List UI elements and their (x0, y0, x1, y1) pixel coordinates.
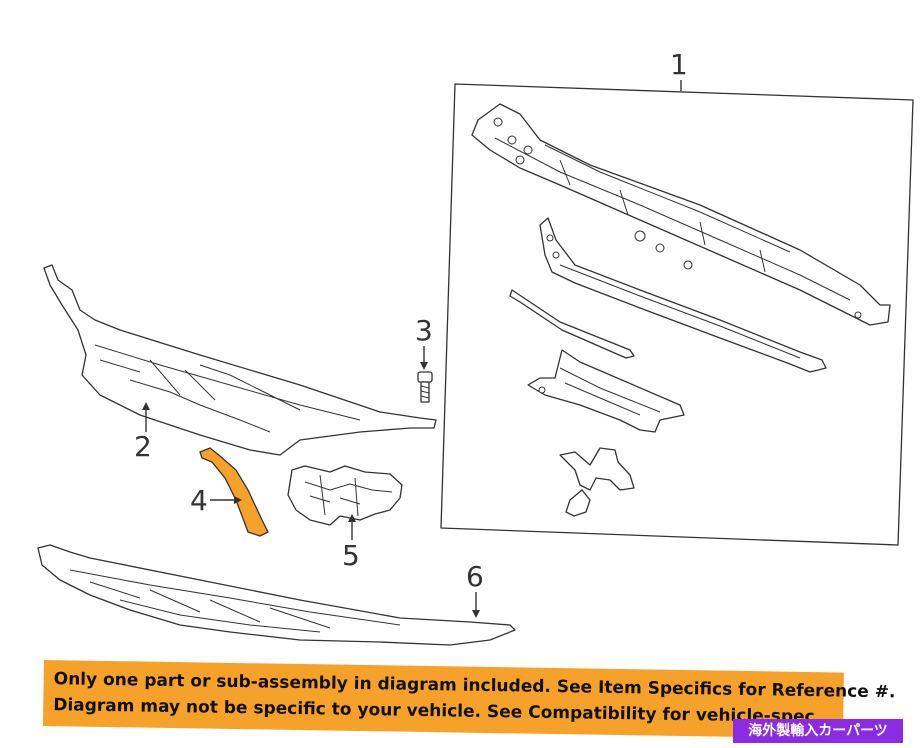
callout-2: 2 (134, 430, 152, 463)
part-1-assembly: 1 (440, 48, 914, 546)
part-2: 2 (43, 264, 437, 463)
callout-1: 1 (670, 48, 688, 81)
small-bracket (559, 447, 635, 491)
seal-strip (509, 289, 635, 359)
disclaimer-banner: Only one part or sub-assembly in diagram… (42, 660, 896, 739)
callout-3: 3 (415, 314, 433, 347)
lower-cross-member (539, 217, 827, 373)
center-bracket (527, 349, 685, 433)
clip (565, 489, 591, 517)
seller-badge: 海外製輸入カーパーツ (733, 719, 903, 743)
callout-5: 5 (342, 539, 360, 572)
part-6-shield: 6 (37, 544, 516, 646)
part-5-bracket: 5 (287, 465, 403, 572)
callout-6: 6 (466, 560, 484, 593)
upper-tie-bar (471, 103, 891, 326)
part-4-seal: 4 (190, 447, 269, 537)
callout-4: 4 (190, 484, 208, 517)
part-3-bolt: 3 (415, 314, 433, 403)
